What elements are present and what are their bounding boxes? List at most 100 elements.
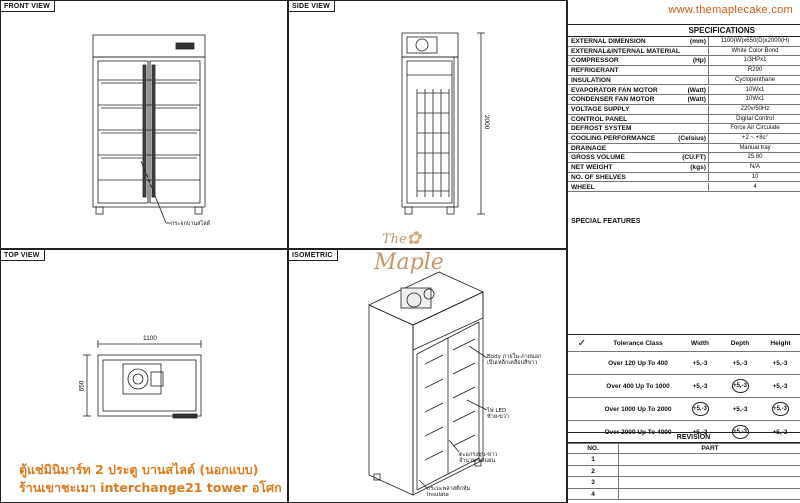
tolerance-value-text: +5,-3 xyxy=(732,406,748,413)
spec-row-unit: (mm) xyxy=(689,38,706,45)
special-features-label: SPECIAL FEATURES xyxy=(571,218,641,225)
tolerance-class: Over 400 Up To 1000 xyxy=(606,383,670,390)
insulate-callout-line-1: กระบะพลาสติกหุ้ม xyxy=(427,486,471,492)
revision-header: NO. PART xyxy=(568,443,800,455)
spec-row-label: COMPRESSOR xyxy=(571,57,619,65)
insulate-callout-line-2: Insulate xyxy=(427,492,449,498)
revision-row: 4 xyxy=(568,488,800,500)
spec-row-label: VOLTAGE SUPPLY xyxy=(571,105,630,113)
spec-row-value: +2 ~ +8c° xyxy=(708,134,800,144)
revision-no: 3 xyxy=(591,479,595,487)
spec-row-label: WHEEL xyxy=(571,183,595,191)
isometric-label: ISOMETRIC xyxy=(289,250,338,261)
spec-row: NET WEIGHT(kgs)N/A xyxy=(568,163,800,173)
spec-row-value: 4 xyxy=(708,182,800,193)
spec-row: WHEEL 4 xyxy=(568,182,800,193)
spec-row-value: 1/3HPx1 xyxy=(708,56,800,67)
spec-row-label: EVAPORATOR FAN MOTOR xyxy=(571,86,658,94)
tolerance-header-height: Height xyxy=(770,340,791,347)
tolerance-header: ✓ Tolerance Class Width Depth Height xyxy=(568,335,800,352)
spec-row-unit: (Watt) xyxy=(687,96,706,104)
spec-row: EXTERNAL&INTERNAL MATERIAL White Color Bo… xyxy=(568,46,800,57)
spec-row-value: Digital Control xyxy=(708,114,800,125)
tolerance-row: Over 400 Up To 1000 +5,-3 +5,-3 +5,-3 xyxy=(568,375,800,398)
tolerance-header-class: Tolerance Class xyxy=(613,340,663,347)
led-callout: ไฟ LED ซ้าย-ขวา xyxy=(487,408,509,420)
spec-row-value: N/A xyxy=(708,163,800,173)
spec-row-label: EXTERNAL DIMENSION xyxy=(571,38,646,45)
shelf-callout: ตะแกรงชุบ-ขาว จำนวน 10แผ่น xyxy=(459,452,497,464)
website-url[interactable]: www.themaplecake.com xyxy=(668,4,793,16)
height-dimension: 2000 xyxy=(483,114,491,130)
top-view-label: TOP VIEW xyxy=(1,250,45,261)
revision-no-label: NO. xyxy=(587,445,599,452)
tolerance-header-depth: Depth xyxy=(730,340,750,347)
tolerance-value: +5,-3 xyxy=(720,375,760,398)
spec-row-value: Manual tray xyxy=(708,143,800,154)
led-callout-line-2: ซ้าย-ขวา xyxy=(487,414,509,420)
caption-line-1: ตู้แช่มินิมาร์ท 2 ประตู บานสไลด์ (นอกแบบ… xyxy=(19,462,259,477)
spec-row-value: R290 xyxy=(708,66,800,76)
body-callout-line-2: เป็นเหล็กเคลือบสีขาว xyxy=(487,360,538,366)
spec-row-label: CONDENSER FAN MOTOR xyxy=(571,96,655,104)
body-callout-line-1: Body ภายใน-ภายนอก xyxy=(487,354,542,360)
caption-line-2: ร้านเขาชะเมา interchange21 tower อโศก xyxy=(19,480,282,495)
spec-row: CONTROL PANEL Digital Control xyxy=(568,114,800,125)
tolerance-value: +5,-3 xyxy=(680,398,720,421)
top-view-panel: TOP VIEW 1100 650 ตู้แช่มินิมาร์ท 2 ประต… xyxy=(0,249,288,503)
spec-row-label: NET WEIGHT xyxy=(571,164,613,172)
side-view-panel: SIDE VIEW 2000 xyxy=(288,0,567,249)
spec-row-unit: (Celsius) xyxy=(678,135,706,142)
width-dimension: 1100 xyxy=(143,335,157,342)
spec-row: COMPRESSOR(Hp)1/3HPx1 xyxy=(568,56,800,67)
tolerance-value-text: +5,-3 xyxy=(692,360,708,367)
spec-row-value: White Color Bond xyxy=(708,46,800,57)
led-callout-line-1: ไฟ LED xyxy=(487,408,507,414)
revision-row: 3 xyxy=(568,477,800,489)
spec-row-label: CONTROL PANEL xyxy=(571,115,628,123)
shelf-callout-line-2: จำนวน 10แผ่น xyxy=(459,458,496,464)
spec-row: EXTERNAL DIMENSION (mm)1100(W)x650(D)x200… xyxy=(568,37,800,47)
tolerance-class: Over 120 Up To 400 xyxy=(608,360,668,367)
spec-row-value: Force Air Circulate xyxy=(708,124,800,134)
revision-part xyxy=(618,488,800,500)
revision-part xyxy=(618,465,800,478)
revision-row: 2 xyxy=(568,465,800,478)
tolerance-table: ✓ Tolerance Class Width Depth Height Ove… xyxy=(568,334,800,444)
spec-row-value: 1100(W)x650(D)x2000(H) xyxy=(708,37,800,47)
front-door-callout: กระจกบานสไลด์ xyxy=(171,221,211,227)
spec-row-value: 10Wx1 xyxy=(708,85,800,96)
maple-leaf-icon: ✿ xyxy=(406,228,422,249)
spec-row-unit: (CU.FT) xyxy=(682,154,706,162)
isometric-panel: ISOMETRIC xyxy=(288,249,567,503)
depth-dimension: 650 xyxy=(78,380,86,392)
revision-part xyxy=(618,454,800,466)
tolerance-value: +5,-3 xyxy=(720,352,760,375)
spec-row-label: EXTERNAL&INTERNAL MATERIAL xyxy=(571,47,680,55)
tolerance-header-width: Width xyxy=(691,340,709,347)
side-view-drawing xyxy=(401,32,485,215)
revision-part xyxy=(618,477,800,489)
tolerance-value: +5,-3 xyxy=(760,398,800,421)
tolerance-value-text: +5,-3 xyxy=(692,383,708,390)
tolerance-value-text: +5,-3 xyxy=(772,360,788,367)
spec-row-value: 220v/50Hz xyxy=(708,104,800,115)
spec-row-value: 10Wx1 xyxy=(708,95,800,105)
check-icon: ✓ xyxy=(577,338,587,349)
tolerance-value: +5,-3 xyxy=(680,375,720,398)
tolerance-value: +5,-3 xyxy=(720,398,760,421)
revision-no: 2 xyxy=(591,467,595,475)
spec-row: VOLTAGE SUPPLY 220v/50Hz xyxy=(568,104,800,115)
spec-row-unit: (Watt) xyxy=(687,86,706,94)
front-view-panel: FRONT VIEW xyxy=(0,0,288,249)
isometric-drawing xyxy=(368,271,488,496)
revision-no: 1 xyxy=(591,456,595,464)
revision-title: REVISION xyxy=(568,432,800,443)
spec-row-label: NO. OF SHELVES xyxy=(571,173,626,181)
tolerance-row: Over 120 Up To 400 +5,-3 +5,-3 +5,-3 xyxy=(568,352,800,375)
front-view-drawing xyxy=(92,34,206,224)
tolerance-value-text: +5,-3 xyxy=(772,383,788,390)
